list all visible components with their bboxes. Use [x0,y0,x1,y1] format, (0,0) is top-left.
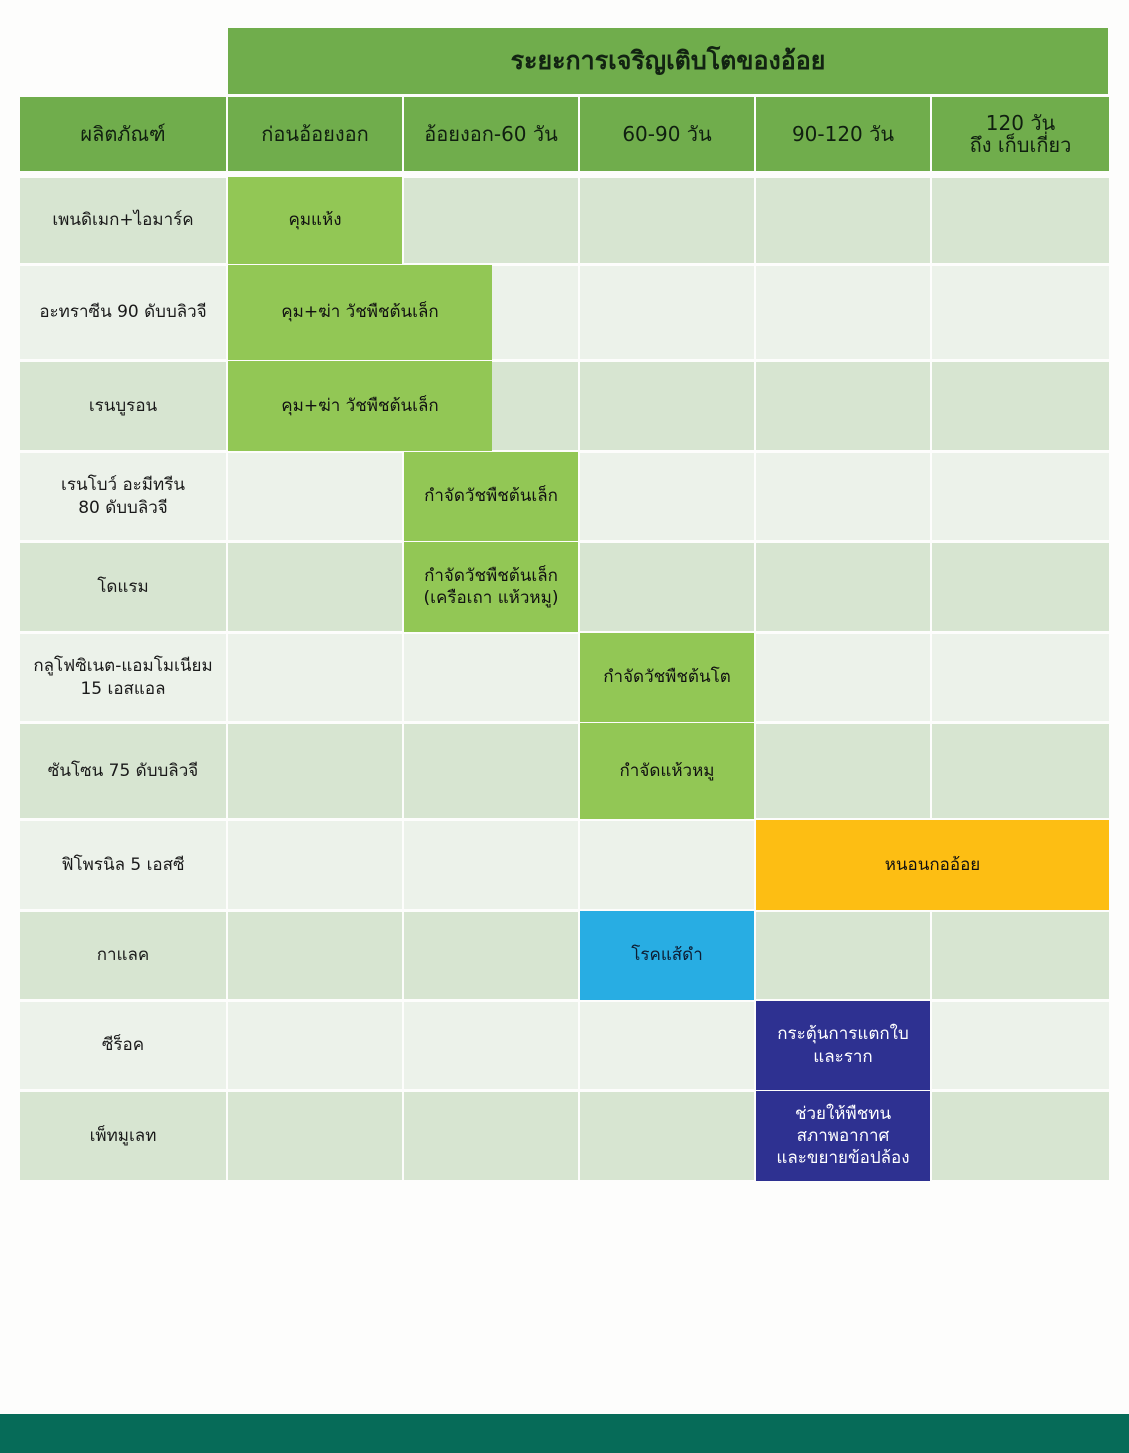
application-bar: หนอนกออ้อย [756,820,1109,910]
product-name-cell: ซันโซน 75 ดับบลิวจี [20,724,226,818]
product-name-cell: กลูโฟซิเนต-แอมโมเนียม 15 เอสแอล [20,634,226,721]
stage-cell [228,724,402,818]
stage-cell [404,1092,578,1180]
application-bar: คุม+ฆ่า วัชพืชต้นเล็ก [228,265,492,360]
product-name-cell: อะทราซีน 90 ดับบลิวจี [20,266,226,359]
application-bar: คุมแห้ง [228,177,402,264]
stage-cell [404,178,578,263]
stage-cell [932,543,1109,631]
stage-cell [404,1002,578,1089]
application-bar: กำจัดวัชพืชต้นเล็ก (เครือเถา แห้วหมู) [404,542,578,632]
stage-cell [404,912,578,999]
stage-cell [932,178,1109,263]
product-name-cell: กาแลค [20,912,226,999]
stage-cell [228,821,402,909]
application-bar: กระตุ้นการแตกใบ และราก [756,1001,930,1090]
application-bar: คุม+ฆ่า วัชพืชต้นเล็ก [228,361,492,451]
product-name-cell: เรนบูรอน [20,362,226,450]
column-header-product: ผลิตภัณฑ์ [20,97,226,171]
stage-cell [756,178,930,263]
stage-cell [228,453,402,540]
product-name-cell: เพนดิเมก+ไอมาร์ค [20,178,226,263]
stage-cell [932,634,1109,721]
stage-cell [580,1092,754,1180]
product-name-cell: โดแรม [20,543,226,631]
stage-cell [228,1092,402,1180]
stage-cell [756,266,930,359]
stage-cell [756,634,930,721]
stage-cell [756,453,930,540]
column-header-stage: ก่อนอ้อยงอก [228,97,402,171]
product-name-cell: ซีร็อค [20,1002,226,1089]
column-header-stage: 60-90 วัน [580,97,754,171]
stage-cell [404,821,578,909]
product-name-cell: เรนโบว์ อะมีทรีน 80 ดับบลิวจี [20,453,226,540]
stage-cell [756,724,930,818]
application-bar: ช่วยให้พืชทน สภาพอากาศ และขยายข้อปล้อง [756,1091,930,1181]
stage-cell [580,1002,754,1089]
stage-cell [756,912,930,999]
stage-cell [932,266,1109,359]
stage-cell [580,453,754,540]
stage-cell [756,543,930,631]
stage-cell [580,362,754,450]
stage-cell [228,543,402,631]
chart-title: ระยะการเจริญเติบโตของอ้อย [228,28,1108,94]
stage-cell [228,1002,402,1089]
application-bar: กำจัดวัชพืชต้นโต [580,633,754,722]
stage-cell [932,362,1109,450]
column-header-stage: อ้อยงอก-60 วัน [404,97,578,171]
stage-cell [756,362,930,450]
footer-bar [0,1414,1129,1453]
column-header-stage: 90-120 วัน [756,97,930,171]
stage-cell [580,543,754,631]
stage-cell [580,821,754,909]
stage-cell [932,1092,1109,1180]
application-bar: กำจัดแห้วหมู [580,723,754,819]
stage-cell [228,912,402,999]
stage-cell [228,634,402,721]
column-header-stage: 120 วัน ถึง เก็บเกี่ยว [932,97,1109,171]
product-name-cell: ฟิโพรนิล 5 เอสซี [20,821,226,909]
stage-cell [932,912,1109,999]
stage-cell [580,266,754,359]
application-bar: กำจัดวัชพืชต้นเล็ก [404,452,578,541]
stage-cell [580,178,754,263]
stage-cell [932,724,1109,818]
stage-cell [404,634,578,721]
product-name-cell: เพ็ทมูเลท [20,1092,226,1180]
stage-cell [932,1002,1109,1089]
application-bar: โรคแส้ดำ [580,911,754,1000]
stage-cell [404,724,578,818]
stage-cell [932,453,1109,540]
